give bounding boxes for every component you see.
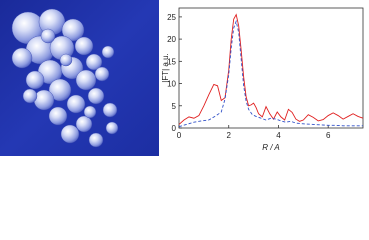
microsphere xyxy=(22,88,38,104)
microsphere xyxy=(25,70,45,90)
microsphere xyxy=(102,102,118,118)
x-tick-label: 2 xyxy=(227,131,232,140)
microsphere xyxy=(48,106,68,126)
microsphere xyxy=(11,47,33,69)
microsphere-cluster-image xyxy=(0,0,159,156)
y-axis-label: |FT| a.u. xyxy=(161,53,170,83)
microsphere xyxy=(88,132,104,148)
x-axis-label: R / A xyxy=(262,143,279,152)
microsphere xyxy=(101,45,115,59)
microsphere xyxy=(74,36,94,56)
ft-plot: 0 2 4 6 0 5 10 15 20 25 R / A |FT| a.u. xyxy=(159,0,369,156)
plot-frame xyxy=(178,7,364,129)
microsphere xyxy=(85,53,103,71)
x-tick-label: 0 xyxy=(177,131,182,140)
microsphere xyxy=(40,28,56,44)
y-tick-label: 0 xyxy=(172,124,177,133)
microsphere xyxy=(94,66,110,82)
microsphere xyxy=(59,53,73,67)
series-line-dashed xyxy=(178,19,363,128)
y-tick-label: 5 xyxy=(172,102,177,111)
microsphere xyxy=(75,115,93,133)
sem-micrograph xyxy=(0,0,159,156)
y-tick-label: 15 xyxy=(167,57,176,66)
microsphere xyxy=(61,18,85,42)
y-tick-label: 20 xyxy=(167,35,176,44)
x-tick-label: 6 xyxy=(326,131,331,140)
microsphere xyxy=(33,89,55,111)
ft-chart: 0 2 4 6 0 5 10 15 20 25 R / A |FT| a.u. xyxy=(161,7,364,152)
microsphere xyxy=(60,124,80,144)
microsphere xyxy=(75,69,97,91)
microsphere xyxy=(48,78,72,102)
y-tick-label: 25 xyxy=(167,13,176,22)
y-tick-label: 10 xyxy=(167,80,176,89)
microsphere xyxy=(105,121,119,135)
microsphere xyxy=(83,105,97,119)
series-line-solid xyxy=(178,13,364,125)
microsphere xyxy=(87,87,105,105)
x-tick-label: 4 xyxy=(276,131,281,140)
microsphere xyxy=(66,94,86,114)
